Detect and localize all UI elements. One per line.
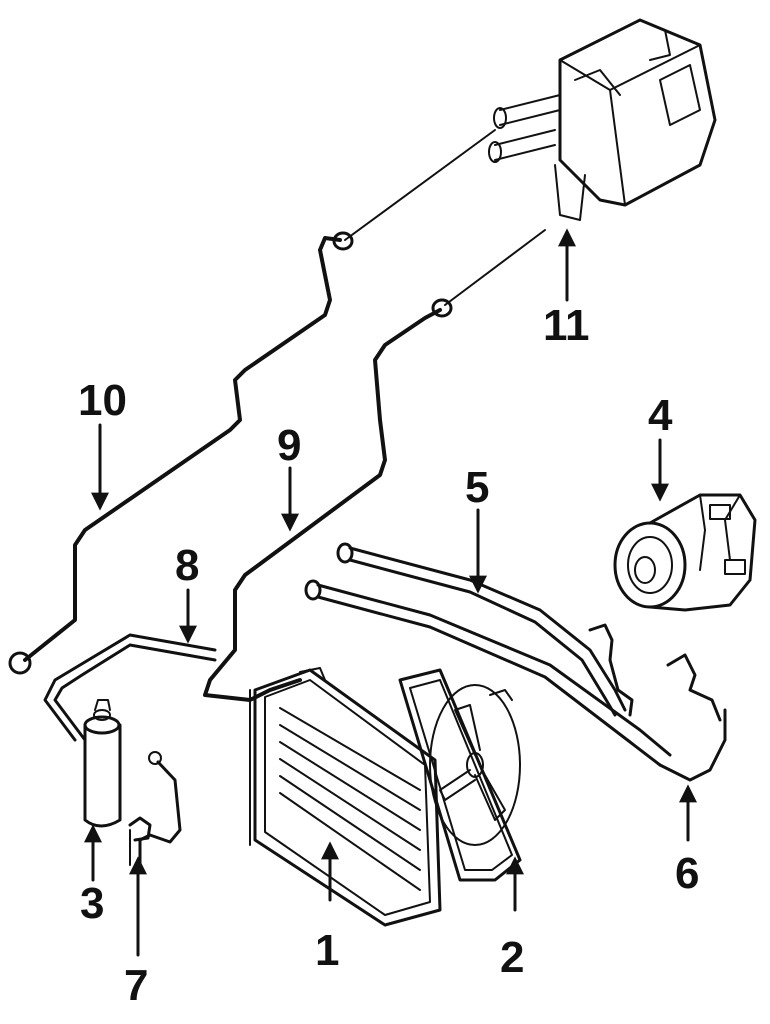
compressor-hose-part xyxy=(304,542,722,767)
callout-10: 10 xyxy=(78,376,127,425)
condenser-fan-part xyxy=(398,668,522,882)
callout-2: 2 xyxy=(500,933,524,982)
callout-6: 6 xyxy=(675,849,699,898)
callout-1: 1 xyxy=(315,926,339,975)
callout-4: 4 xyxy=(648,391,673,440)
evaporator-case-part xyxy=(488,18,717,221)
drier-hose-part xyxy=(43,633,217,742)
evaporator-leader-line-upper xyxy=(344,129,496,241)
liquid-line-part xyxy=(203,298,453,702)
callout-5: 5 xyxy=(465,463,489,512)
callout-9: 9 xyxy=(277,421,301,470)
suction-hose-part xyxy=(8,231,354,675)
discharge-hose-part xyxy=(658,708,727,782)
compressor-part xyxy=(613,493,757,612)
callout-7: 7 xyxy=(124,961,148,1010)
condenser-part xyxy=(249,667,442,927)
pressure-switch-line-part xyxy=(128,751,182,872)
callout-3: 3 xyxy=(80,879,104,928)
evaporator-leader-line-lower xyxy=(444,229,546,306)
callout-11: 11 xyxy=(543,301,590,350)
receiver-drier-part xyxy=(83,699,122,828)
callout-8: 8 xyxy=(175,541,199,590)
